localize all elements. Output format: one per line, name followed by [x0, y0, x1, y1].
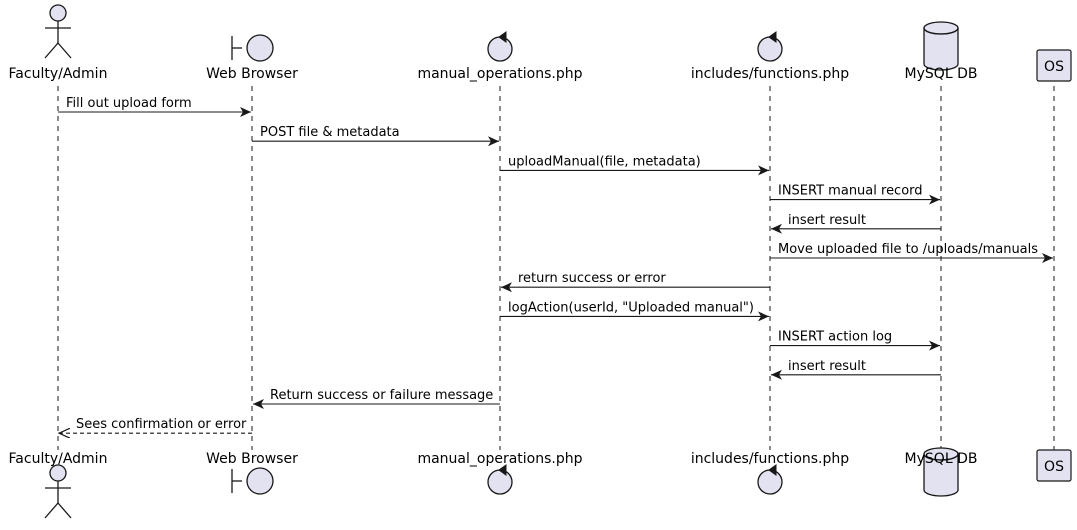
- message-label: insert result: [788, 213, 866, 228]
- message-8: logAction(userId, "Uploaded manual"): [500, 300, 769, 322]
- functions-control-icon: [757, 464, 783, 495]
- os-participant-box: [1036, 449, 1072, 482]
- message-label: POST file & metadata: [260, 125, 400, 140]
- message-5: insert result: [771, 213, 941, 234]
- message-9: INSERT action log: [770, 330, 940, 351]
- message-1: Fill out upload form: [58, 96, 251, 117]
- message-3: uploadManual(file, metadata): [500, 154, 769, 176]
- message-2: POST file & metadata: [252, 125, 499, 147]
- message-label: INSERT action log: [778, 330, 892, 345]
- message-label: Fill out upload form: [66, 96, 192, 111]
- os-participant-icon: OS: [1036, 49, 1072, 82]
- participant-label-functions-top: includes/functions.php: [691, 66, 849, 82]
- manual_ops-control-icon: [487, 464, 513, 495]
- os-participant-icon: OS: [1036, 449, 1072, 482]
- participant-label-admin-top: Faculty/Admin: [9, 66, 108, 82]
- message-label: Move uploaded file to /uploads/manuals: [778, 242, 1038, 257]
- participant-label-browser-top: Web Browser: [206, 66, 298, 82]
- participant-label-browser-bottom: Web Browser: [206, 451, 298, 467]
- message-12: Sees confirmation or error: [59, 417, 252, 433]
- participant-label-os-bottom: OS: [1044, 459, 1064, 475]
- message-10: insert result: [771, 359, 941, 380]
- participant-label-manual_ops-top: manual_operations.php: [417, 66, 582, 82]
- message-6: Move uploaded file to /uploads/manuals: [770, 242, 1053, 263]
- message-label: Return success or failure message: [270, 388, 493, 403]
- browser-boundary-icon: [231, 467, 274, 495]
- admin-actor-icon: [44, 464, 72, 519]
- participant-label-os-top: OS: [1044, 59, 1064, 75]
- message-4: INSERT manual record: [770, 184, 940, 205]
- browser-boundary-icon: [231, 34, 274, 62]
- message-label: Sees confirmation or error: [76, 417, 247, 432]
- participant-label-functions-bottom: includes/functions.php: [691, 451, 849, 467]
- mysql-database-icon: [923, 21, 959, 71]
- functions-control-icon: [757, 31, 783, 62]
- message-7: return success or error: [501, 271, 770, 293]
- participant-label-mysql-bottom: MySQL DB: [905, 451, 978, 467]
- participant-label-mysql-top: MySQL DB: [905, 66, 978, 82]
- message-label: insert result: [788, 359, 866, 374]
- message-label: uploadManual(file, metadata): [508, 154, 701, 169]
- message-label: logAction(userId, "Uploaded manual"): [508, 300, 754, 315]
- manual_ops-control-icon: [487, 31, 513, 62]
- participant-label-manual_ops-bottom: manual_operations.php: [417, 451, 582, 467]
- message-label: return success or error: [518, 271, 666, 286]
- admin-actor-icon: [44, 4, 72, 59]
- os-participant-box: [1036, 49, 1072, 82]
- participant-label-admin-bottom: Faculty/Admin: [9, 451, 108, 467]
- mysql-database-icon: [923, 447, 959, 497]
- message-label: INSERT manual record: [778, 184, 923, 199]
- message-11: Return success or failure message: [253, 388, 500, 409]
